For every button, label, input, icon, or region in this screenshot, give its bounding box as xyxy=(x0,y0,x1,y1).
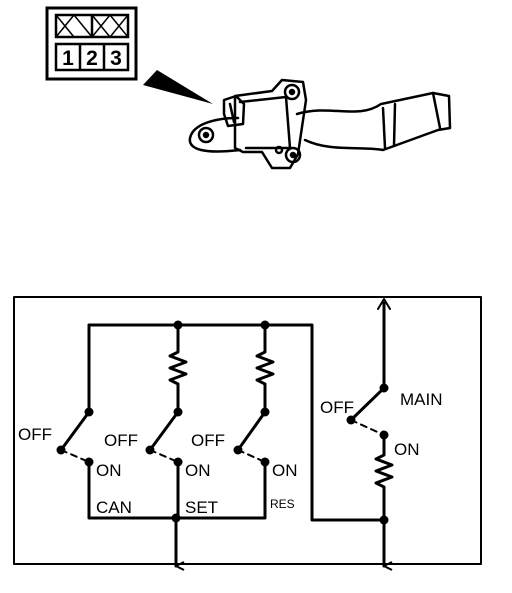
switch-main-name: MAIN xyxy=(400,390,443,409)
connector-face: 1 2 3 xyxy=(45,6,138,81)
switch-res-blade xyxy=(236,410,267,452)
switch-res-off-label: OFF xyxy=(191,431,225,450)
switch-set-name: SET xyxy=(185,498,218,517)
pointer-wedge xyxy=(143,70,213,104)
resistor-res xyxy=(255,341,275,412)
switch-can-off-label: OFF xyxy=(18,425,52,444)
switch-set-on-label: ON xyxy=(185,461,211,480)
switch-res-name: RES xyxy=(270,497,295,511)
schematic xyxy=(13,296,482,566)
switch-main-off-label: OFF xyxy=(320,398,354,417)
switch-can-blade xyxy=(59,410,91,452)
resistor-main xyxy=(374,433,394,524)
cruise-control-switch-illustration xyxy=(188,78,452,170)
junction-dots xyxy=(56,320,389,525)
switch-can-on-label: ON xyxy=(96,461,122,480)
switch-res-on-label: ON xyxy=(272,461,298,480)
switch-main-on-label: ON xyxy=(394,440,420,459)
schematic-frame xyxy=(13,296,482,565)
switch-set-off-label: OFF xyxy=(104,431,138,450)
switch-set-blade xyxy=(148,410,180,452)
schematic-labels: OFF ON CAN OFF ON SET OFF ON RES OFF MAI… xyxy=(18,390,443,517)
switch-can-name: CAN xyxy=(96,498,132,517)
connector-pin-1: 1 xyxy=(62,47,74,70)
connector-pin-2: 2 xyxy=(86,47,98,70)
resistor-set xyxy=(168,341,188,412)
connector-pin-3: 3 xyxy=(110,47,122,70)
switch-main-blade xyxy=(349,386,386,422)
